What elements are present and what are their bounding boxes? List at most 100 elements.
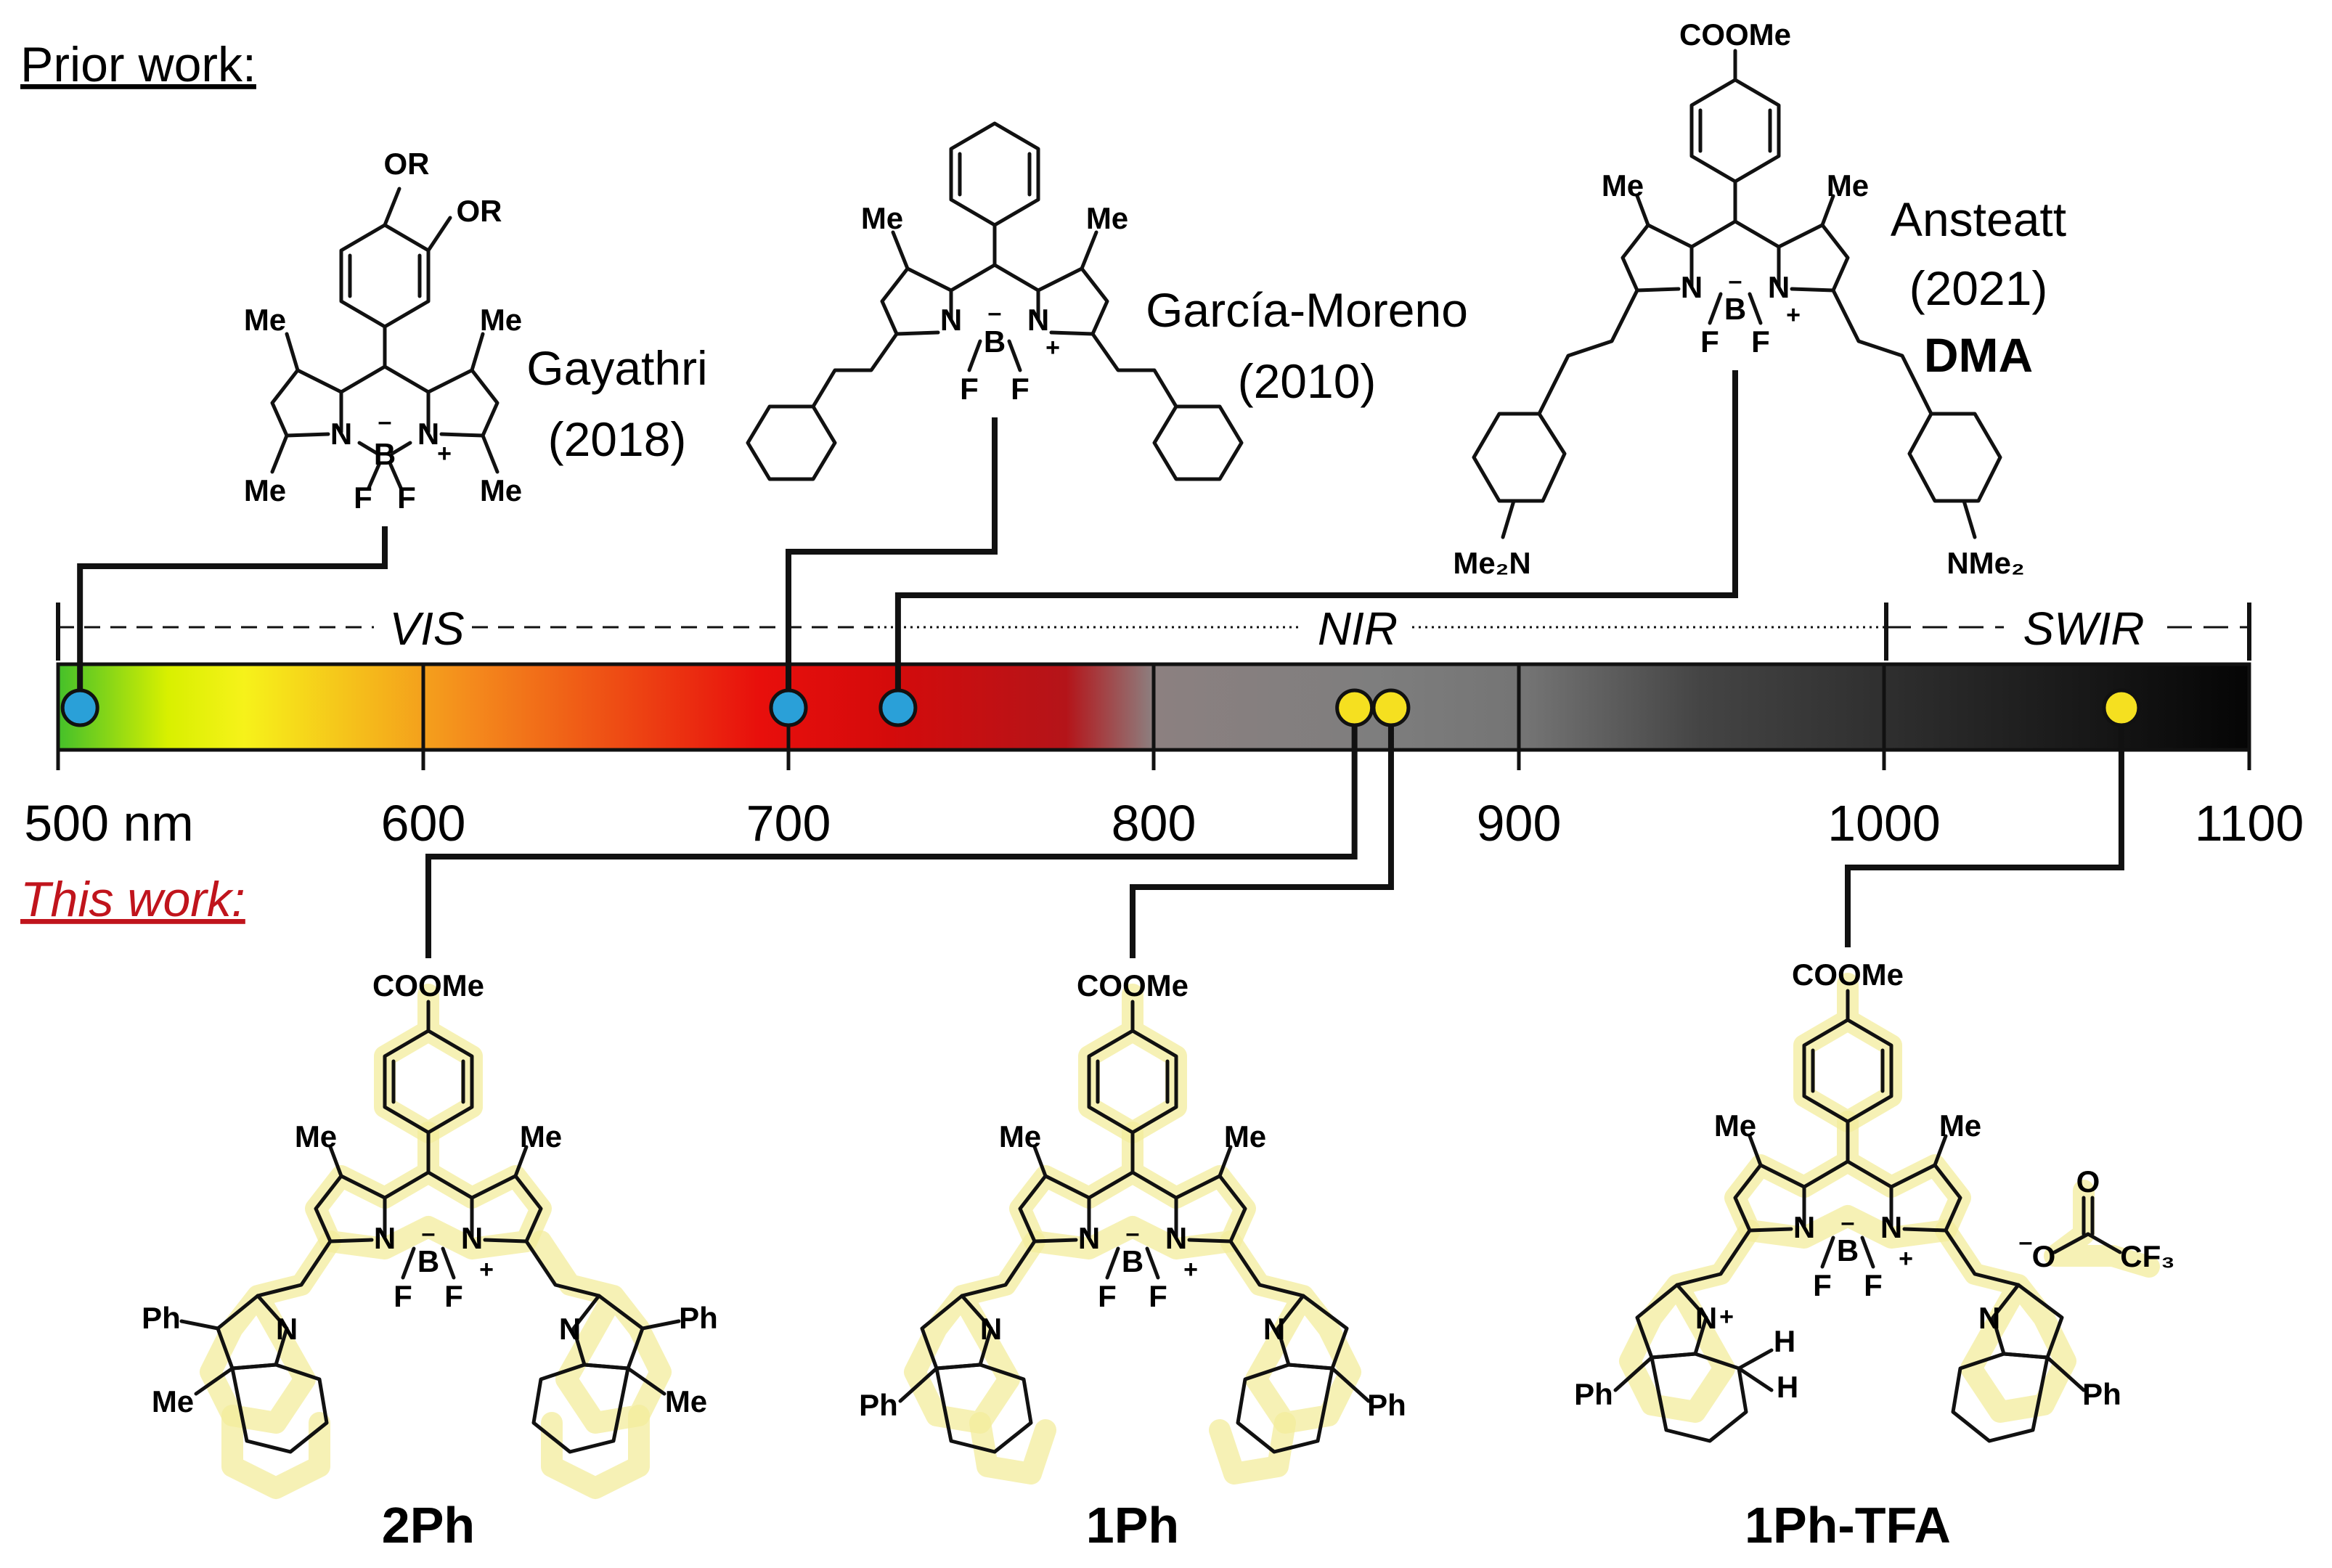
1ph-n1: N (1078, 1221, 1100, 1255)
1ph-n4: N (1263, 1312, 1285, 1346)
1ph-tfa-ph1: Ph (1574, 1377, 1613, 1411)
1ph-tfa-ph2: Ph (2082, 1377, 2121, 1411)
svg-text:+: + (1786, 301, 1801, 329)
gayathri-me2: Me (480, 303, 522, 337)
region-bands: VIS NIR SWIR (56, 603, 2251, 661)
gayathri-me1: Me (244, 303, 286, 337)
axis-tick-label: 600 (381, 795, 466, 852)
1ph-tfa-o1: O (2076, 1164, 2100, 1199)
2ph-me3: Me (152, 1384, 194, 1418)
ansteatt-nme2-left: Me₂N (1453, 546, 1530, 580)
this-work-marker (2102, 688, 2141, 727)
1ph-f1: F (1098, 1279, 1117, 1313)
1ph-tfa-cf3: CF₃ (2120, 1239, 2174, 1273)
gayathri-me3: Me (244, 473, 286, 507)
svg-text:–: – (988, 299, 1002, 327)
1ph-tfa-me2: Me (1939, 1108, 1981, 1143)
1ph-coome: COOMe (1077, 968, 1189, 1003)
ansteatt-connector (894, 370, 1738, 708)
gayathri-connector (77, 526, 388, 708)
1ph-tfa-f1: F (1813, 1268, 1832, 1302)
2ph-coome: COOMe (372, 968, 484, 1003)
2ph-n3: N (276, 1312, 298, 1346)
prior-work-heading: Prior work: (20, 37, 256, 92)
nir-label: NIR (1318, 603, 1398, 655)
svg-text:–: – (1729, 267, 1742, 295)
1ph-label: 1Ph (1086, 1497, 1179, 1553)
wavelength-markers (60, 688, 2141, 727)
2ph-label: 2Ph (382, 1497, 475, 1553)
1ph-tfa-n1: N (1793, 1210, 1815, 1244)
gayathri-me4: Me (480, 473, 522, 507)
connectors (77, 370, 2124, 958)
2ph-me4: Me (665, 1384, 707, 1418)
1ph-connector (1130, 708, 1394, 958)
garcia-moreno-year: (2010) (1238, 354, 1377, 408)
svg-text:–: – (378, 408, 392, 436)
1ph-tfa-f2: F (1864, 1268, 1883, 1302)
ansteatt-f2: F (1751, 324, 1770, 359)
gayathri-f1: F (354, 481, 372, 515)
2ph-f2: F (444, 1279, 463, 1313)
prior-marker (769, 688, 808, 727)
ansteatt-n2: N (1768, 270, 1790, 304)
1ph-tfa-structure: COOMe Me Me N N B F F Ph Ph N N H H O O … (1574, 957, 2175, 1553)
axis-tick-label: 800 (1112, 795, 1196, 852)
1ph-me1: Me (999, 1119, 1041, 1153)
ansteatt-b: B (1724, 292, 1746, 326)
this-work-marker (1371, 688, 1411, 727)
1ph-tfa-n2: N (1880, 1210, 1902, 1244)
gayathri-n1: N (330, 417, 352, 451)
garcia-moreno-me2: Me (1086, 201, 1128, 235)
2ph-structure: COOMe Me Me N N B F F Ph Ph Me Me N N – … (142, 968, 718, 1553)
2ph-n1: N (374, 1221, 396, 1255)
garcia-moreno-author: García-Moreno (1146, 283, 1468, 337)
1ph-tfa-n4: N (1978, 1301, 2000, 1335)
ansteatt-f1: F (1700, 324, 1719, 359)
gayathri-f2: F (397, 481, 416, 515)
garcia-moreno-connector (786, 417, 998, 708)
this-work-heading: This work: (20, 872, 245, 927)
gayathri-or1: OR (384, 147, 430, 181)
2ph-me2: Me (520, 1119, 562, 1153)
1ph-tfa-coome: COOMe (1792, 957, 1904, 992)
2ph-ph2: Ph (679, 1301, 718, 1335)
1ph-tfa-me1: Me (1714, 1108, 1756, 1143)
garcia-moreno-b: B (984, 324, 1006, 359)
prior-marker (878, 688, 918, 727)
this-work-marker (1335, 688, 1374, 727)
axis-tick-label: 700 (746, 795, 831, 852)
svg-text:–: – (1841, 1209, 1855, 1236)
svg-text:+: + (1719, 1303, 1734, 1331)
1ph-ph1: Ph (859, 1388, 898, 1422)
ansteatt-structure: COOMe Me Me N N B F F Me₂N NMe₂ – + (1453, 17, 2024, 580)
gayathri-b: B (374, 437, 396, 471)
gayathri-year: (2018) (548, 412, 687, 466)
gayathri-n2: N (417, 417, 439, 451)
ansteatt-author: Ansteatt (1891, 192, 2066, 246)
gayathri-structure: OR OR Me Me Me Me N N B F F – + (244, 147, 522, 515)
garcia-moreno-f1: F (960, 372, 979, 406)
2ph-b: B (417, 1244, 439, 1278)
2ph-n4: N (559, 1312, 581, 1346)
ansteatt-nme2-right: NMe₂ (1946, 546, 2024, 580)
ansteatt-n1: N (1681, 270, 1703, 304)
ansteatt-coome: COOMe (1679, 17, 1791, 52)
1ph-tfa-h1: H (1774, 1324, 1795, 1358)
1ph-tfa-n3: N (1695, 1301, 1717, 1335)
svg-text:+: + (437, 440, 452, 467)
2ph-f1: F (394, 1279, 412, 1313)
prior-marker (60, 688, 99, 727)
1ph-tfa-h2: H (1777, 1370, 1798, 1404)
1ph-b: B (1122, 1244, 1143, 1278)
svg-text:+: + (1183, 1256, 1198, 1283)
svg-text:–: – (1126, 1220, 1140, 1247)
ansteatt-me2: Me (1827, 168, 1869, 203)
2ph-connector (425, 708, 1358, 958)
garcia-moreno-f2: F (1011, 372, 1030, 406)
2ph-n2: N (461, 1221, 483, 1255)
garcia-moreno-me1: Me (861, 201, 903, 235)
swir-label: SWIR (2023, 603, 2144, 655)
ansteatt-compound-label: DMA (1924, 328, 2033, 382)
